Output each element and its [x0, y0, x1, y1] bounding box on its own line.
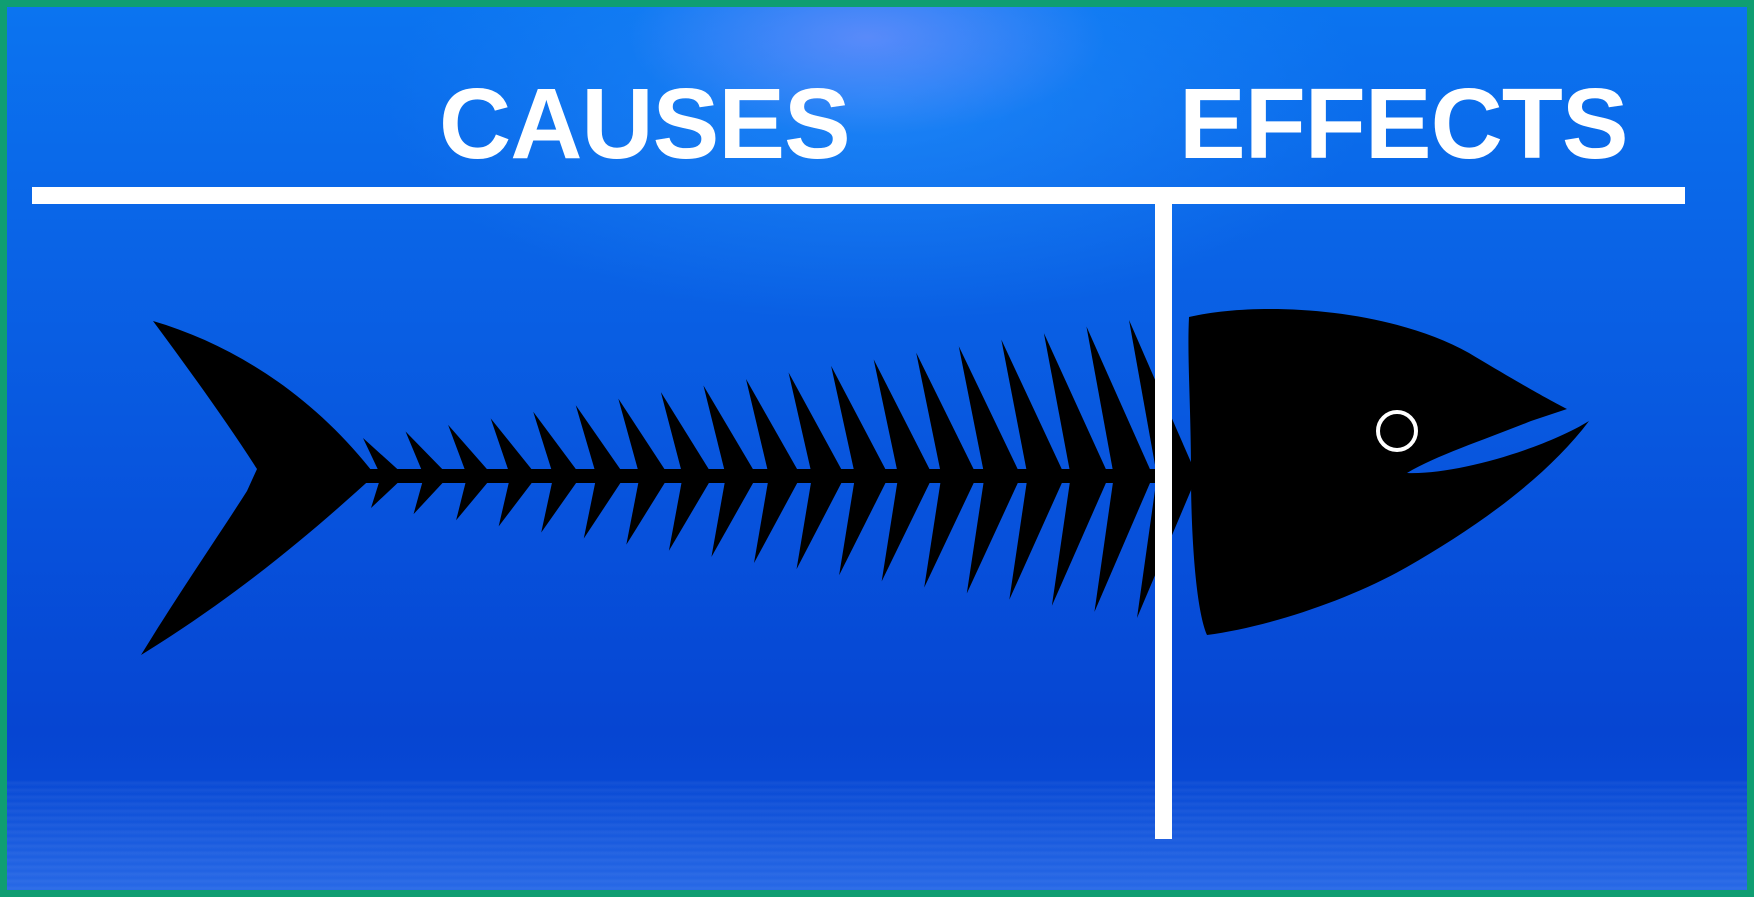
fish-rib-lower — [584, 476, 625, 539]
fish-rib-upper — [661, 392, 713, 476]
fish-rib-lower — [626, 476, 669, 545]
fish-rib-upper — [491, 418, 537, 476]
fish-eye — [1378, 412, 1416, 450]
fish-rib-lower — [839, 476, 889, 575]
fish-head — [1188, 309, 1589, 635]
fish-rib-upper — [746, 379, 801, 476]
fish-rib-lower — [882, 476, 933, 581]
fish-rib-lower — [541, 476, 581, 532]
fishbone-skeleton-icon — [7, 7, 1754, 897]
fish-rib-lower — [669, 476, 713, 551]
fish-rib-lower — [499, 476, 537, 526]
fish-rib-upper — [618, 399, 669, 476]
fish-rib-lower — [754, 476, 801, 563]
fish-tail — [141, 321, 375, 655]
fish-rib-lower — [711, 476, 757, 557]
vertical-divider — [1155, 197, 1172, 839]
fish-rib-lower — [924, 476, 977, 587]
fish-rib-upper — [576, 405, 625, 476]
fish-spine — [365, 469, 1207, 483]
fish-rib-upper — [533, 412, 581, 476]
fish-rib-upper — [703, 386, 757, 476]
fish-rib-lower — [797, 476, 845, 569]
fish-rib-upper — [448, 425, 493, 476]
